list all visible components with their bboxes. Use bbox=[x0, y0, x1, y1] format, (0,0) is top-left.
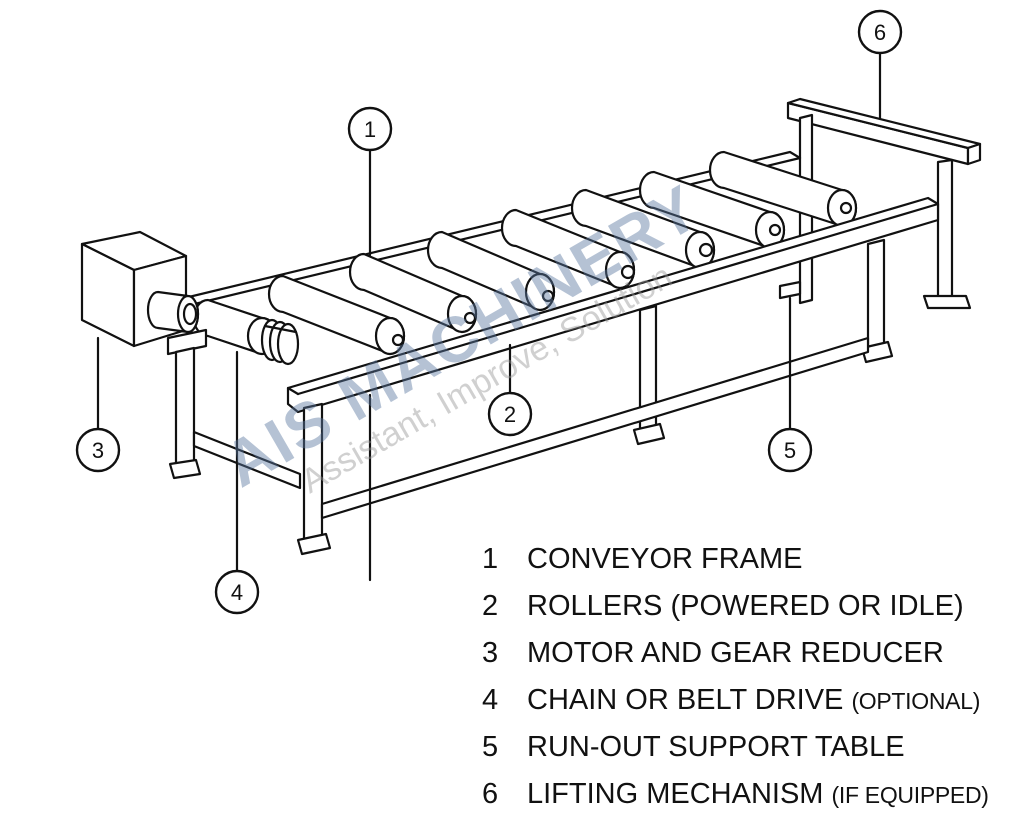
conveyor-frame bbox=[166, 196, 940, 556]
callout-2-label: 2 bbox=[504, 402, 516, 427]
callout-6: 6 bbox=[857, 9, 903, 55]
callout-4-label: 4 bbox=[231, 580, 243, 605]
legend-number: 3 bbox=[482, 637, 499, 669]
legend-text: RUN-OUT SUPPORT TABLE bbox=[527, 731, 905, 763]
legend-item: 4 CHAIN OR BELT DRIVE (OPTIONAL) bbox=[482, 684, 989, 731]
legend-text: CHAIN OR BELT DRIVE bbox=[527, 684, 852, 716]
callout-1-label: 1 bbox=[364, 117, 376, 142]
legend-item: 3 MOTOR AND GEAR REDUCER bbox=[482, 637, 989, 684]
legend-number: 1 bbox=[482, 543, 499, 575]
callout-4: 4 bbox=[214, 569, 260, 615]
callout-5-label: 5 bbox=[784, 438, 796, 463]
callout-3: 3 bbox=[75, 427, 121, 473]
legend-item: 1 CONVEYOR FRAME bbox=[482, 543, 989, 590]
legend-note: (OPTIONAL) bbox=[851, 688, 981, 714]
legend-text: MOTOR AND GEAR REDUCER bbox=[527, 637, 944, 669]
legend-item: 2 ROLLERS (POWERED OR IDLE) bbox=[482, 590, 989, 637]
callout-3-label: 3 bbox=[92, 438, 104, 463]
legend-number: 2 bbox=[482, 590, 499, 622]
legend-number: 5 bbox=[482, 731, 499, 763]
callout-2: 2 bbox=[487, 391, 533, 437]
legend-number: 6 bbox=[482, 778, 499, 810]
legend-text: CONVEYOR FRAME bbox=[527, 543, 803, 575]
lifting-frame bbox=[786, 97, 982, 310]
callout-6-label: 6 bbox=[874, 20, 886, 45]
rollers bbox=[192, 150, 858, 356]
motor-gearbox bbox=[80, 230, 200, 348]
callout-5: 5 bbox=[767, 427, 813, 473]
legend-item: 5 RUN-OUT SUPPORT TABLE bbox=[482, 731, 989, 778]
legend-text: ROLLERS (POWERED OR IDLE) bbox=[527, 590, 964, 622]
callout-1: 1 bbox=[347, 106, 393, 152]
legend: 1 CONVEYOR FRAME 2 ROLLERS (POWERED OR IDL… bbox=[482, 543, 989, 825]
chain-drive bbox=[260, 318, 300, 366]
legend-item: 6 LIFTING MECHANISM (IF EQUIPPED) bbox=[482, 778, 989, 825]
legend-number: 4 bbox=[482, 684, 499, 716]
leader-lines bbox=[96, 52, 882, 582]
callouts: 1 2 3 4 5 6 bbox=[75, 9, 903, 615]
legend-note: (IF EQUIPPED) bbox=[831, 782, 989, 808]
legend-text: LIFTING MECHANISM bbox=[527, 778, 832, 810]
